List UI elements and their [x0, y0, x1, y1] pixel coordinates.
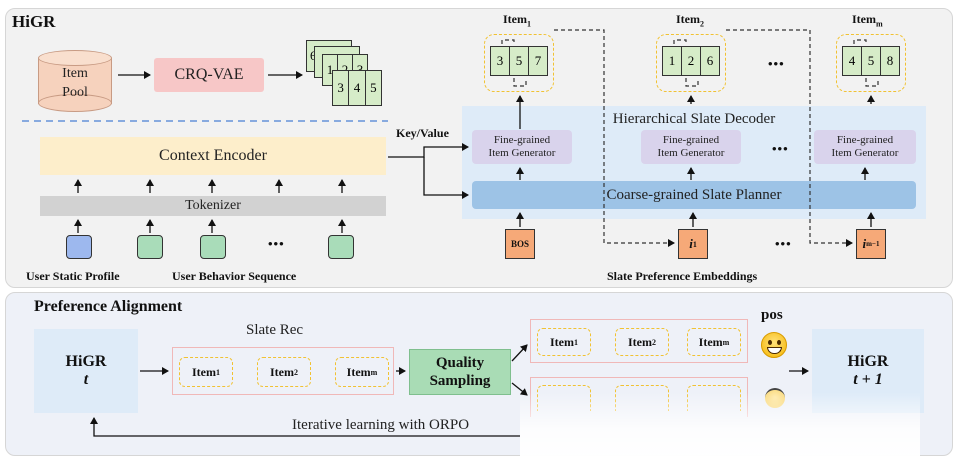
item-2-header: Item2 [676, 12, 704, 29]
feedback-item2-to-im [726, 29, 853, 247]
item-pool-cylinder: Item Pool [38, 50, 112, 112]
higr-t-box: HiGR t [34, 329, 138, 413]
codebook-front-code-2: 4 [349, 71, 366, 105]
user-behavior-sequence-label: User Behavior Sequence [172, 269, 297, 283]
item-2-codes: 1 2 6 [662, 46, 720, 76]
iterative-learning-label: Iterative learning with ORPO [292, 417, 470, 433]
bos-token: BOS [505, 229, 535, 259]
item-m-code-group [836, 34, 906, 92]
crq-vae-box: CRQ-VAE [154, 58, 264, 92]
item-1-code-group [484, 34, 554, 92]
context-encoder: Context Encoder [40, 137, 386, 175]
codebook-back-code: 6 [310, 48, 317, 63]
item-m-header: Itemm [852, 12, 883, 29]
feedback-item1-to-i1 [554, 29, 675, 247]
behavior-ellipsis: ••• [268, 236, 285, 251]
tokens-ellipsis: ••• [775, 236, 792, 251]
user-profile-token [66, 235, 92, 259]
bottom-panel-title: Preference Alignment [34, 298, 183, 315]
user-static-profile-label: User Static Profile [26, 269, 120, 283]
generator-ellipsis: ••• [772, 141, 789, 156]
slate-rec-box [172, 347, 394, 395]
coarse-grained-slate-planner: Coarse-grained Slate Planner [472, 181, 916, 209]
behavior-token [328, 235, 354, 259]
item-m-codes: 4 5 8 [842, 46, 900, 76]
slate-rec-label: Slate Rec [246, 322, 304, 338]
key-value-label: Key/Value [396, 126, 449, 140]
pos-label: pos [761, 307, 783, 323]
codebook-front-code-1: 3 [333, 71, 350, 105]
slate-preference-label: Slate Preference Embeddings [607, 269, 758, 283]
codebook-stack: 6 1 2 3 3 4 5 [306, 40, 382, 108]
item-2-code-group [656, 34, 726, 92]
codebook-mid-code-3: 3 [353, 55, 367, 85]
grinning-face-icon [761, 332, 787, 358]
behavior-token [137, 235, 163, 259]
item-pool-label-1: Item [62, 66, 88, 81]
decoder-title: Hierarchical Slate Decoder [612, 110, 776, 127]
item-1-header: Item1 [503, 12, 531, 29]
top-panel-title: HiGR [12, 12, 56, 31]
behavior-token [200, 235, 226, 259]
item-1-codes: 3 5 7 [490, 46, 548, 76]
item-pool-label-2: Pool [62, 85, 88, 100]
arrow-quality-to-pos [511, 344, 528, 362]
items-ellipsis: ••• [768, 56, 785, 71]
arrow-kv-to-generator [388, 143, 469, 158]
codebook-front-code-3: 5 [370, 80, 377, 95]
arrow-kv-to-planner [423, 157, 469, 199]
fade-overlay [520, 392, 920, 460]
arrow-iterative-loop [90, 417, 520, 437]
tokenizer: Tokenizer [40, 196, 386, 216]
arrow-quality-to-neg [511, 382, 528, 396]
